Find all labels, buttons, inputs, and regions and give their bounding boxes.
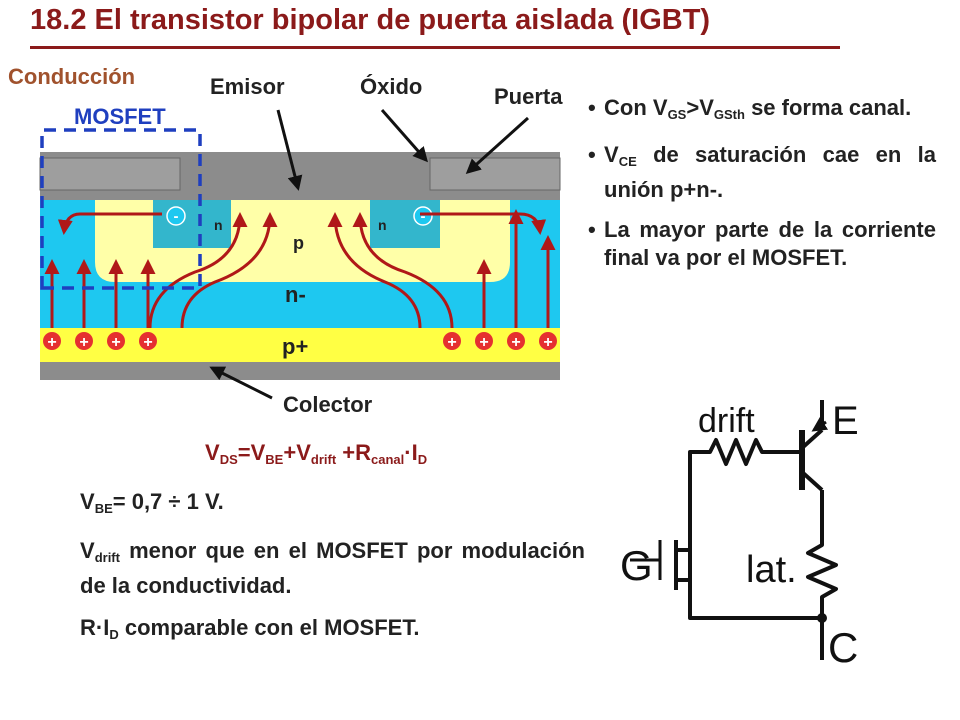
holes-right: + + + +	[443, 332, 557, 351]
electron-right-sign: -	[421, 208, 426, 225]
hole-sign: +	[447, 334, 456, 351]
hole-sign: +	[479, 334, 488, 351]
oxido-label: Óxido	[360, 74, 423, 99]
gate-right	[429, 157, 561, 191]
emisor-pointer	[276, 109, 303, 191]
emisor-label: Emisor	[210, 74, 285, 99]
p-plus-label: p+	[282, 334, 308, 359]
electron-left	[166, 206, 186, 226]
junction-dot	[817, 613, 827, 623]
igbt-cross-section: - - n n p n- p+ + + + + + + + +	[39, 109, 561, 400]
drift-label: drift	[698, 402, 755, 440]
hole-sign: +	[511, 334, 520, 351]
hole-sign: +	[47, 334, 56, 351]
n-minus-label: n-	[285, 282, 306, 307]
hole-sign: +	[143, 334, 152, 351]
hole-sign: +	[111, 334, 120, 351]
colector-label: Colector	[283, 392, 373, 417]
gate-left	[39, 157, 181, 191]
current-arrows	[44, 209, 556, 329]
n-right-label: n	[378, 217, 387, 233]
bjt-emitter-leg	[800, 428, 824, 450]
electron-left-sign: -	[174, 208, 179, 225]
n-region-left	[153, 200, 231, 248]
drift-resistor	[688, 438, 802, 550]
colector-pointer	[209, 366, 273, 400]
holes-left: + + + +	[43, 332, 157, 351]
lat-label: lat.	[746, 549, 797, 591]
p-label: p	[293, 233, 304, 253]
lat-resistor	[806, 490, 838, 640]
hole-sign: +	[543, 334, 552, 351]
puerta-pointer	[465, 116, 530, 175]
notes: VBE= 0,7 ÷ 1 V. Vdrift menor que en el M…	[80, 488, 585, 663]
bjt-collector-leg	[800, 470, 824, 492]
g-label: G	[620, 542, 653, 589]
collector-metal	[40, 362, 560, 380]
electron-right	[413, 206, 433, 226]
title-underline	[30, 46, 840, 49]
page-title: 18.2 El transistor bipolar de puerta ais…	[30, 4, 711, 36]
p-plus-region	[40, 328, 560, 362]
mosfet-dashed-box	[40, 128, 202, 290]
bjt-arrow	[811, 417, 829, 432]
note-rid: R·ID comparable con el MOSFET.	[80, 615, 420, 642]
bullet-2: VCE de saturación cae en la unión p+n-.	[588, 141, 936, 204]
mosfet-label: MOSFET	[74, 104, 166, 129]
note-vdrift: Vdrift menor que en el MOSFET por modula…	[80, 538, 585, 598]
equivalent-circuit: drift E G lat. C	[620, 399, 859, 671]
vds-equation: VDS=VBE+Vdrift +Rcanal·ID	[205, 440, 428, 467]
bullet-3: La mayor parte de la corriente final va …	[588, 216, 936, 272]
hole-sign: +	[79, 334, 88, 351]
bottom-wire	[688, 580, 822, 620]
puerta-label: Puerta	[494, 84, 563, 109]
oxido-pointer	[380, 109, 428, 163]
e-label: E	[832, 399, 859, 443]
conduccion-label: Conducción	[8, 64, 136, 89]
bullet-1: Con VGS>VGSth se forma canal.	[588, 94, 936, 129]
bullet-list: Con VGS>VGSth se forma canal. VCE de sat…	[588, 94, 936, 284]
c-label: C	[828, 624, 858, 671]
n-left-label: n	[214, 217, 223, 233]
note-vbe: VBE= 0,7 ÷ 1 V.	[80, 489, 224, 516]
